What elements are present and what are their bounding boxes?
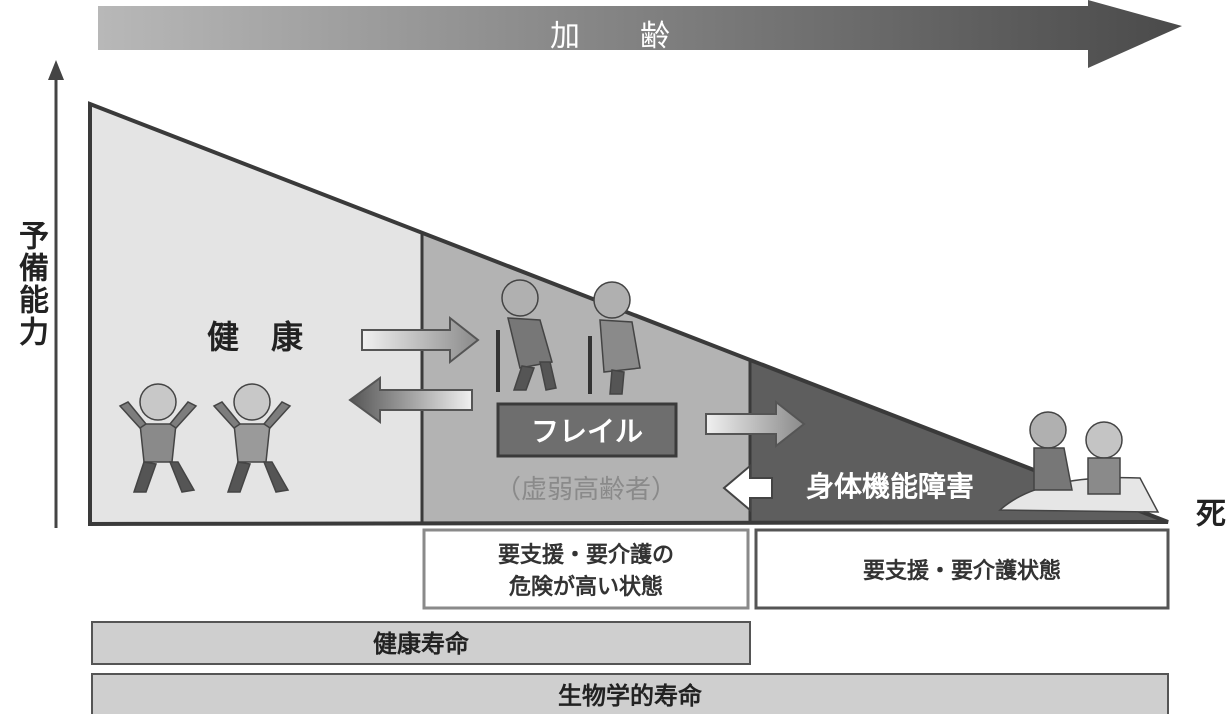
bedridden-elderly-icon bbox=[998, 411, 1160, 513]
frailty-label: フレイル bbox=[531, 415, 643, 448]
y-axis-label: 予備能力 bbox=[13, 220, 48, 348]
arrow-frailty-to-disability bbox=[705, 399, 806, 449]
healthy-lifespan-bar bbox=[91, 621, 751, 665]
frail-elderly-icon bbox=[496, 279, 641, 395]
at-risk-line1: 要支援・要介護の bbox=[498, 542, 674, 568]
arrow-disability-to-frailty bbox=[722, 463, 773, 513]
happy-elderly-icon bbox=[118, 383, 292, 493]
care-needed-label: 要支援・要介護状態 bbox=[863, 558, 1061, 584]
reserve-triangle-outline bbox=[88, 101, 1169, 527]
at-risk-line2: 危険が高い状態 bbox=[509, 574, 663, 600]
disability-label: 身体機能障害 bbox=[806, 470, 974, 503]
biological-lifespan-bar bbox=[91, 673, 1169, 718]
frailty-sublabel: （虚弱高齢者） bbox=[495, 475, 677, 505]
care-needed-state-box bbox=[754, 528, 1170, 610]
health-label: 健 康 bbox=[207, 318, 304, 356]
frailty-label-box bbox=[496, 402, 678, 458]
health-region bbox=[90, 104, 422, 524]
biological-lifespan-label: 生物学的寿命 bbox=[558, 682, 703, 710]
healthy-lifespan-label: 健康寿命 bbox=[373, 630, 470, 658]
aging-arrow bbox=[98, 0, 1182, 68]
arrow-frailty-to-health bbox=[348, 376, 473, 424]
aging-label: 加 齢 bbox=[550, 19, 670, 54]
death-label: 死 bbox=[1196, 497, 1226, 532]
arrow-health-to-frailty bbox=[361, 315, 480, 365]
at-risk-state-box bbox=[422, 528, 750, 610]
y-axis-arrow bbox=[48, 60, 64, 528]
